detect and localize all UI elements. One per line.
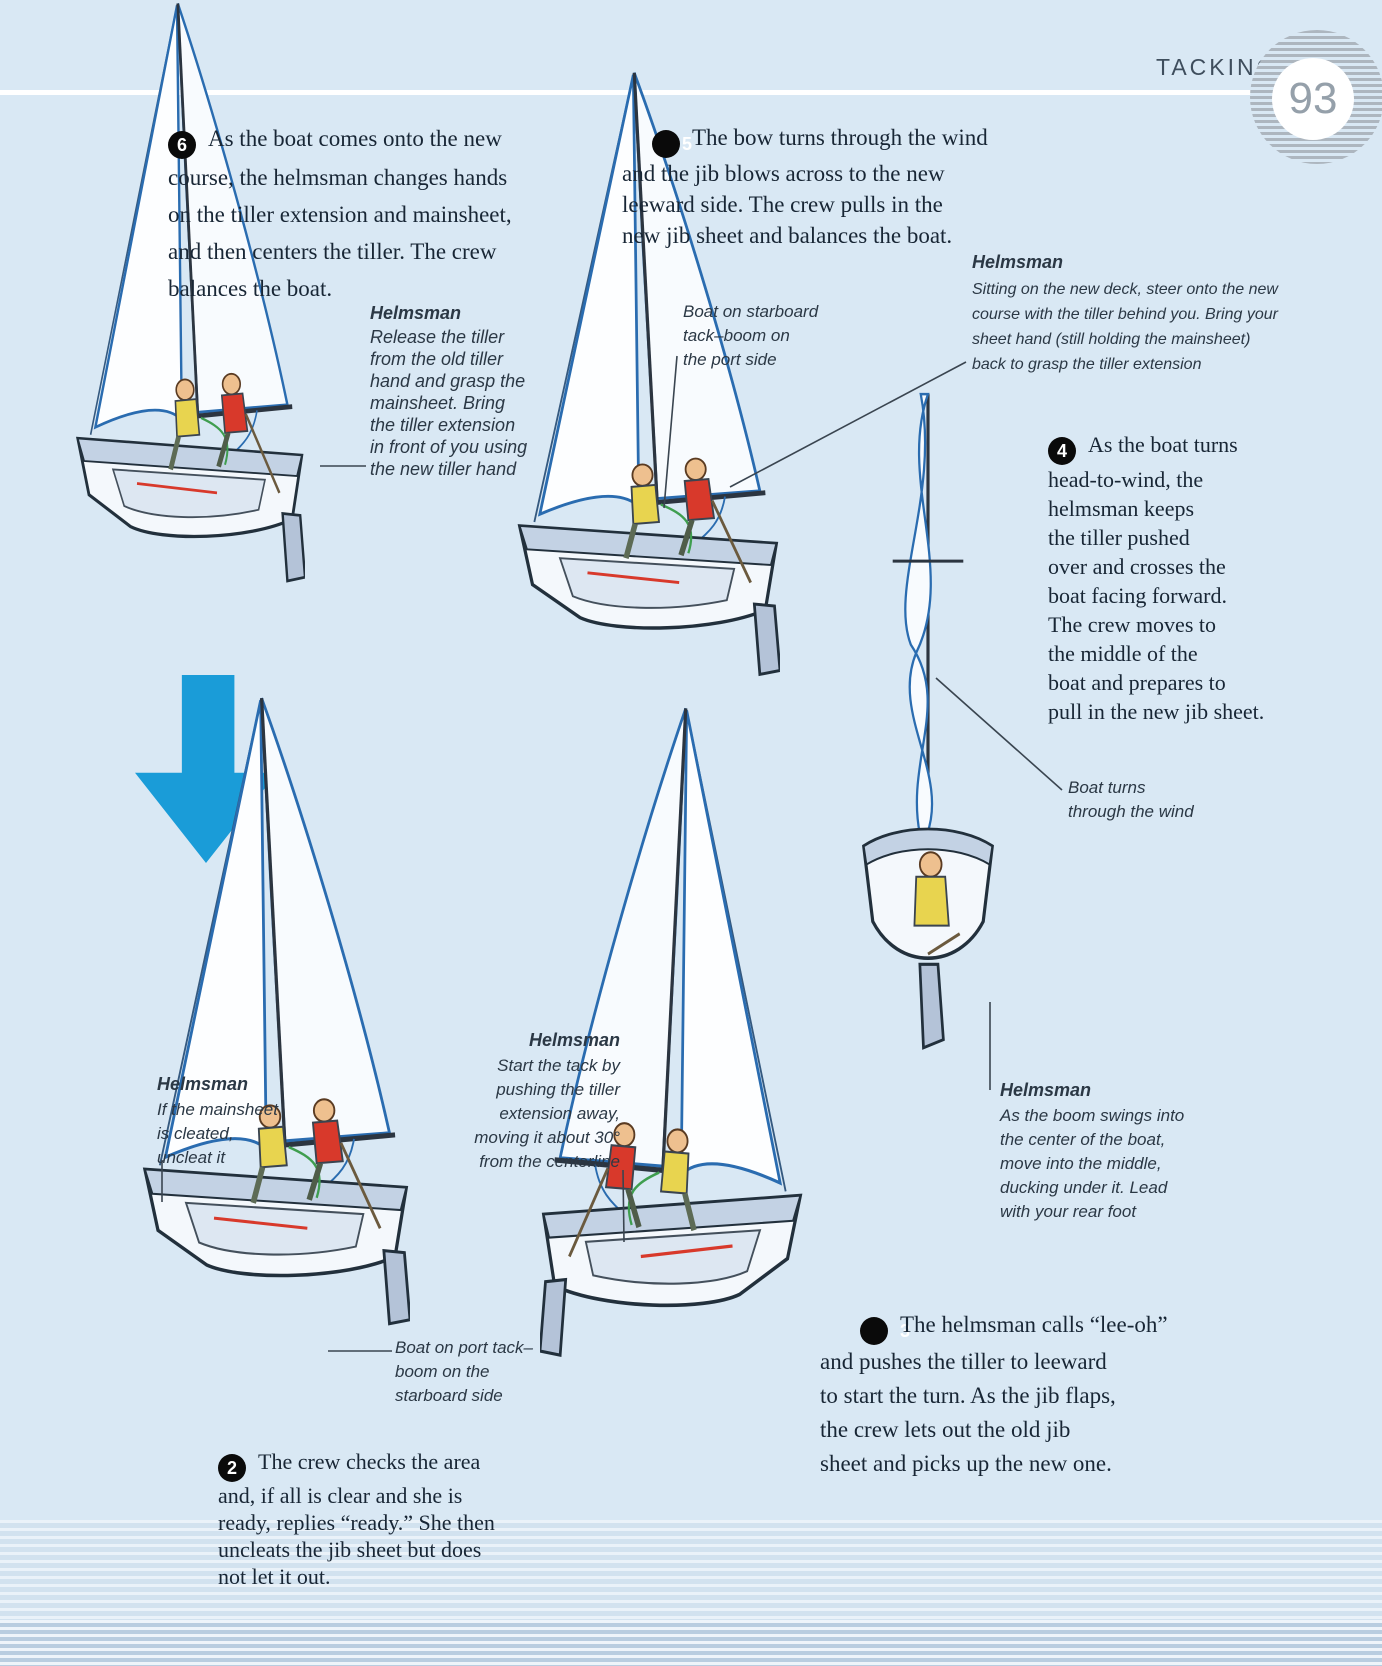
step-2-badge: 2 — [218, 1454, 246, 1482]
page-number: 93 — [1288, 74, 1338, 123]
step-5-paragraph: 5The bow turns through the wind and the … — [622, 122, 1042, 251]
step-3-badge: 3 — [860, 1317, 910, 1345]
helmsman-note-step2-text: If the mainsheet is cleated, uncleat it — [157, 1100, 278, 1167]
helmsman-note-step3: Helmsman Start the tack by pushing the t… — [380, 1028, 620, 1174]
helmsman-note-step2-title: Helmsman — [157, 1074, 249, 1094]
starboard-tack-label: Boat on starboard tack–boom on the port … — [683, 302, 819, 369]
bottom-stripes-strong — [0, 1620, 1382, 1666]
step-2-text: The crew checks the area and, if all is … — [218, 1449, 495, 1589]
step-4-text: As the boat turns head-to-wind, the helm… — [1048, 432, 1265, 724]
helmsman-note-step2: Helmsman If the mainsheet is cleated, un… — [157, 1072, 278, 1170]
step-6-text: As the boat comes onto the new course, t… — [168, 126, 512, 301]
sailboat-step2-illustration — [130, 690, 410, 1340]
sailboat-step4-head-to-wind-illustration — [842, 388, 1014, 1060]
helmsman-note-step5-title: Helmsman — [972, 252, 1064, 272]
helmsman-note-step6: Helmsman Release the tiller from the old… — [370, 302, 527, 480]
step-6-badge: 6 — [168, 131, 196, 159]
helmsman-note-step6-title: Helmsman — [370, 303, 462, 323]
page-number-circle: 93 — [1272, 58, 1354, 140]
helmsman-note-step3-text: Start the tack by pushing the tiller ext… — [474, 1056, 620, 1171]
bottom-stripes-soft — [0, 1520, 1382, 1620]
step-3-paragraph: 3The helmsman calls “lee-oh” and pushes … — [820, 1308, 1200, 1481]
helmsman-note-step5-text: Sitting on the new deck, steer onto the … — [972, 281, 1278, 373]
boat-turns-label: Boat turns through the wind — [1068, 778, 1194, 821]
step-4-badge: 4 — [1048, 437, 1076, 465]
helmsman-note-step4-title: Helmsman — [1000, 1080, 1092, 1100]
port-tack-label: Boat on port tack– boom on the starboard… — [395, 1338, 533, 1405]
helmsman-note-step5: Helmsman Sitting on the new deck, steer … — [972, 250, 1278, 377]
helmsman-note-step3-title: Helmsman — [528, 1030, 620, 1050]
step-5-text: The bow turns through the wind and the j… — [622, 125, 988, 248]
helmsman-note-step6-text: Release the tiller from the old tiller h… — [370, 327, 528, 479]
header-rule — [0, 90, 1288, 95]
helmsman-note-step4: Helmsman As the boom swings into the cen… — [1000, 1078, 1184, 1224]
step-5-badge: 5 — [652, 130, 692, 158]
step-3-text: The helmsman calls “lee-oh” and pushes t… — [820, 1312, 1168, 1476]
helmsman-note-step4-text: As the boom swings into the center of th… — [1000, 1106, 1185, 1221]
